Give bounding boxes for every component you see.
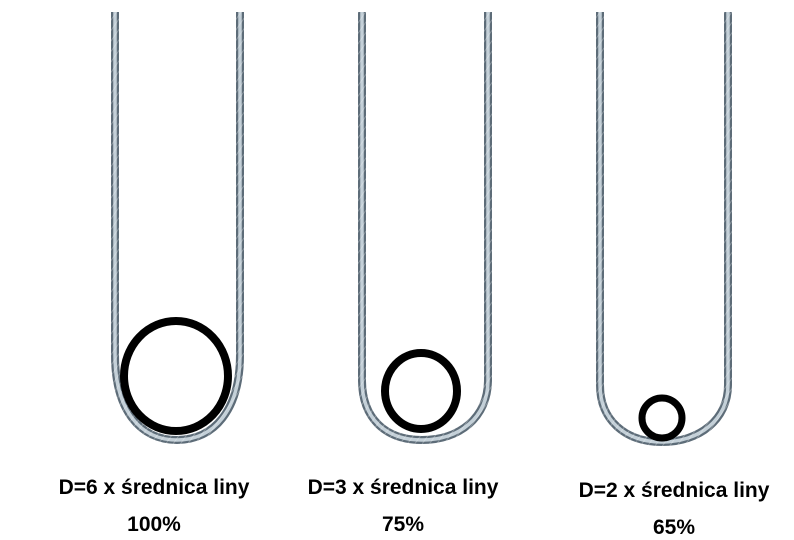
rope-loop-d2-highlight (600, 12, 728, 442)
efficiency-label-d3: 75% (273, 514, 533, 535)
caption-d2: D=2 x średnica liny 65% (544, 480, 794, 538)
rope-loop-d6-strands (115, 12, 240, 440)
formula-label-d6: D=6 x średnica liny (24, 477, 284, 498)
panel-d3 (362, 12, 488, 440)
sheave-d2 (642, 398, 682, 438)
rope-loop-d3 (362, 12, 488, 440)
rope-loop-d3-highlight (362, 12, 488, 440)
rope-loop-d3-strands (362, 12, 488, 440)
caption-d6: D=6 x średnica liny 100% (24, 477, 284, 535)
panel-d6 (115, 12, 240, 440)
rope-loop-d6-highlight (115, 12, 240, 440)
efficiency-label-d2: 65% (544, 517, 794, 538)
rope-loop-d2-strands (600, 12, 728, 442)
sheave-d3 (385, 353, 457, 429)
rope-loop-d6 (115, 12, 240, 440)
formula-label-d3: D=3 x średnica liny (273, 477, 533, 498)
formula-label-d2: D=2 x średnica liny (544, 480, 794, 501)
efficiency-label-d6: 100% (24, 514, 284, 535)
panel-d2 (600, 12, 728, 442)
sheave-d6 (124, 321, 228, 431)
caption-d3: D=3 x średnica liny 75% (273, 477, 533, 535)
rope-loop-d2 (600, 12, 728, 442)
